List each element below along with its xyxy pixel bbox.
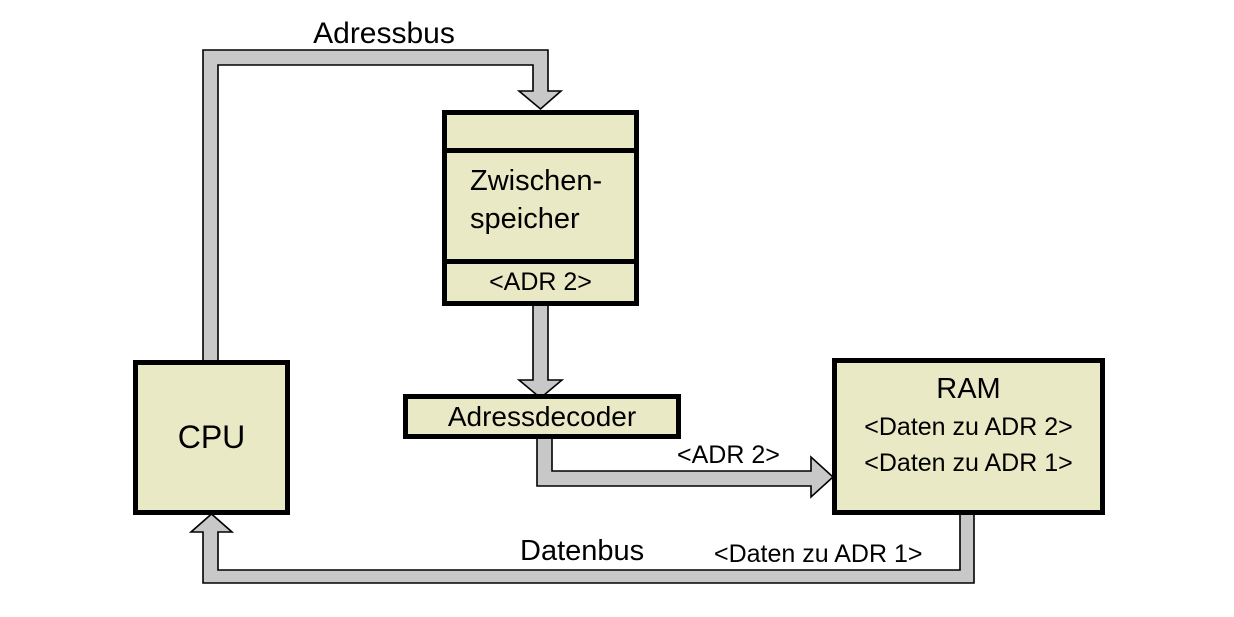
zwischenspeicher-label-line1: Zwischen- <box>470 165 603 197</box>
zwischenspeicher-label-line2: speicher <box>470 203 580 235</box>
cpu-box: CPU <box>133 360 290 515</box>
adressbus-arrow <box>202 49 564 363</box>
adressdecoder-label: Adressdecoder <box>447 400 637 432</box>
datenbus-value-label: <Daten zu ADR 1> <box>714 540 923 568</box>
datenbus-arrow <box>188 511 975 584</box>
zwischenspeicher-empty-section <box>447 115 634 153</box>
adressbus-label: Adressbus <box>313 17 455 50</box>
adressdecoder-box: Adressdecoder <box>403 394 681 439</box>
zwischenspeicher-box: Zwischen- speicher <ADR 2> <box>442 110 639 306</box>
zwischenspeicher-register-value: <ADR 2> <box>489 268 592 296</box>
zwischenspeicher-register-section: <ADR 2> <box>447 264 634 301</box>
adressdecoder-to-ram-arrow <box>536 435 835 499</box>
zwischenspeicher-to-adressdecoder-arrow <box>516 302 565 400</box>
adressbus-value-label: <ADR 2> <box>677 441 780 469</box>
ram-box: RAM <Daten zu ADR 2> <Daten zu ADR 1> <box>832 358 1105 515</box>
ram-title: RAM <box>936 373 1001 405</box>
datenbus-label: Datenbus <box>520 535 645 567</box>
ram-row-adr1: <Daten zu ADR 1> <box>864 449 1073 477</box>
cpu-label: CPU <box>177 419 246 455</box>
zwischenspeicher-label-section: Zwischen- speicher <box>447 153 634 264</box>
ram-row-adr2: <Daten zu ADR 2> <box>864 413 1073 441</box>
